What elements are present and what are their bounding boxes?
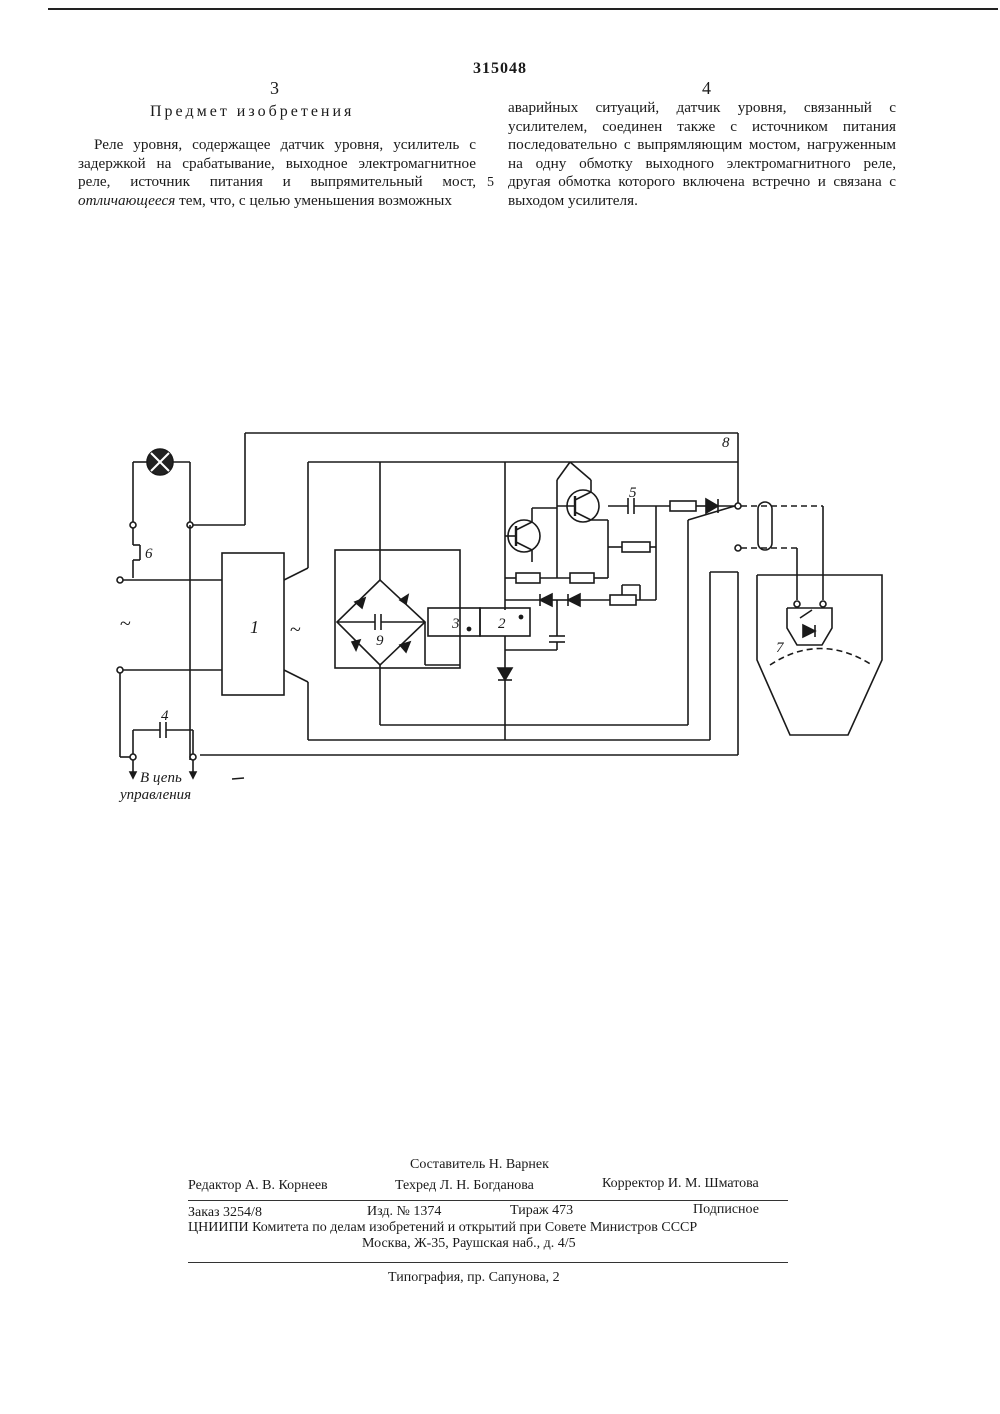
footer-subscription: Подписное	[693, 1202, 759, 1218]
label-cap-5: 5	[629, 485, 637, 501]
caption-control-circuit-1: В цепь	[140, 770, 182, 786]
label-sensor-7: 7	[776, 640, 785, 656]
left-text-part2: тем, что, с целью уменьшения возможных	[179, 192, 452, 209]
label-block-3: 3	[451, 616, 460, 632]
transistor-2	[557, 490, 599, 522]
column-number-right: 4	[702, 78, 711, 99]
cable-symbol	[758, 502, 772, 550]
label-switch-6: 6	[145, 546, 153, 562]
switch-6-symbol	[133, 528, 140, 578]
right-column-text: аварийных ситуаций, датчик уровня, связа…	[508, 99, 896, 211]
top-rule	[48, 8, 998, 10]
left-text-part1: Реле уровня, содержащее датчик уровня, у…	[78, 136, 476, 190]
footer-edition: Изд. № 1374	[367, 1204, 441, 1220]
patent-number: 315048	[440, 60, 560, 78]
footer-techred: Техред Л. Н. Богданова	[395, 1178, 534, 1194]
rectifier-bridge-9	[337, 580, 425, 665]
footer-compiler: Составитель Н. Варнек	[410, 1157, 549, 1173]
caption-control-circuit-2: управления	[118, 787, 191, 803]
footer-printing: Типография, пр. Сапунова, 2	[388, 1270, 560, 1286]
footer-circulation: Тираж 473	[510, 1203, 573, 1219]
footer-rule-1	[188, 1200, 788, 1201]
label-cap-9: 9	[376, 633, 384, 649]
label-contact-4: 4	[161, 708, 169, 724]
left-column-text: Реле уровня, содержащее датчик уровня, у…	[78, 136, 476, 210]
footer-rule-2	[188, 1262, 788, 1263]
section-heading: Предмет изобретения	[150, 103, 354, 121]
footer-order: Заказ 3254/8	[188, 1205, 262, 1221]
footer-institute: ЦНИИПИ Комитета по делам изобретений и о…	[188, 1220, 697, 1236]
footer-address: Москва, Ж-35, Раушская наб., д. 4/5	[362, 1236, 576, 1252]
left-text-italic: отличающееся	[78, 192, 175, 209]
label-ac-right: ~	[290, 619, 301, 641]
label-line-8: 8	[722, 435, 730, 451]
label-ac-left: ~	[120, 613, 131, 635]
label-block-2: 2	[498, 616, 506, 632]
circuit-diagram: 1 2 3 4 5 6 7 8 9 ~ ~ В цепь управления	[0, 420, 1000, 810]
footer-corrector: Корректор И. М. Шматова	[602, 1176, 759, 1192]
footer-editor: Редактор А. В. Корнеев	[188, 1178, 328, 1194]
lamp-symbol	[133, 449, 190, 475]
contact-4-symbol	[133, 722, 193, 754]
label-block-1: 1	[250, 617, 259, 637]
column-number-left: 3	[270, 78, 279, 99]
line-number: 5	[487, 175, 494, 191]
transistor-1	[505, 520, 540, 552]
